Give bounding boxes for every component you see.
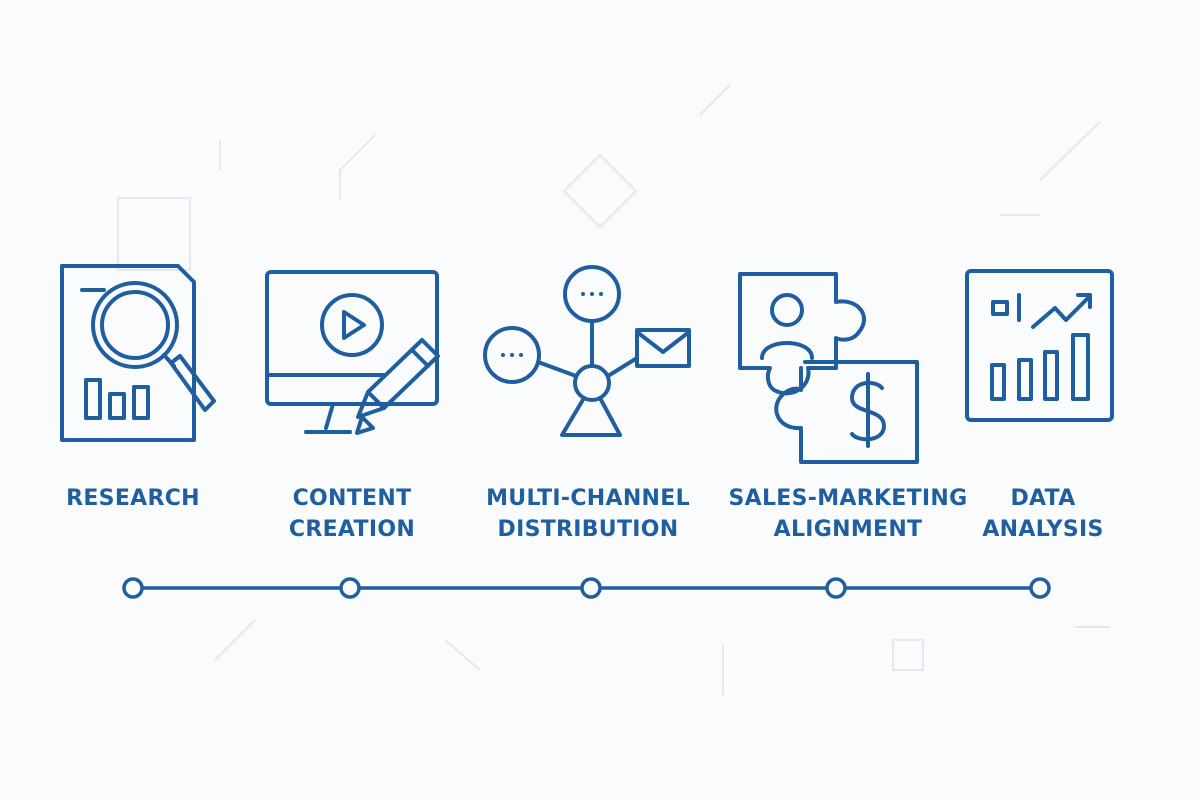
monitor-play-pencil-icon [265,270,440,435]
growth-chart-icon [965,269,1114,422]
step-label-distribution: MULTI-CHANNEL DISTRIBUTION [486,486,690,542]
timeline-node-distribution [580,577,602,599]
network-chat-mail-icon [483,265,691,437]
step-label-data-analysis: DATA ANALYSIS [982,486,1103,542]
timeline-node-research [122,577,144,599]
step-label-alignment: SALES-MARKETING ALIGNMENT [729,486,968,542]
puzzle-person-dollar-icon [738,272,919,464]
timeline-node-alignment [825,577,847,599]
step-label-content-creation: CONTENT CREATION [289,486,415,542]
svg-text:ALIGNMENT: ALIGNMENT [774,517,923,542]
svg-text:DISTRIBUTION: DISTRIBUTION [498,517,679,542]
svg-text:DATA: DATA [1010,486,1075,511]
svg-text:MULTI-CHANNEL: MULTI-CHANNEL [486,486,690,511]
background-decorations [117,84,1110,695]
timeline-node-data-analysis [1029,577,1051,599]
research-document-magnifier-icon [60,264,216,442]
svg-text:SALES-MARKETING: SALES-MARKETING [729,486,968,511]
step-label-research: RESEARCH [66,486,200,511]
svg-text:CREATION: CREATION [289,517,415,542]
svg-text:ANALYSIS: ANALYSIS [982,517,1103,542]
svg-text:CONTENT: CONTENT [293,486,412,511]
timeline-node-content-creation [339,577,361,599]
